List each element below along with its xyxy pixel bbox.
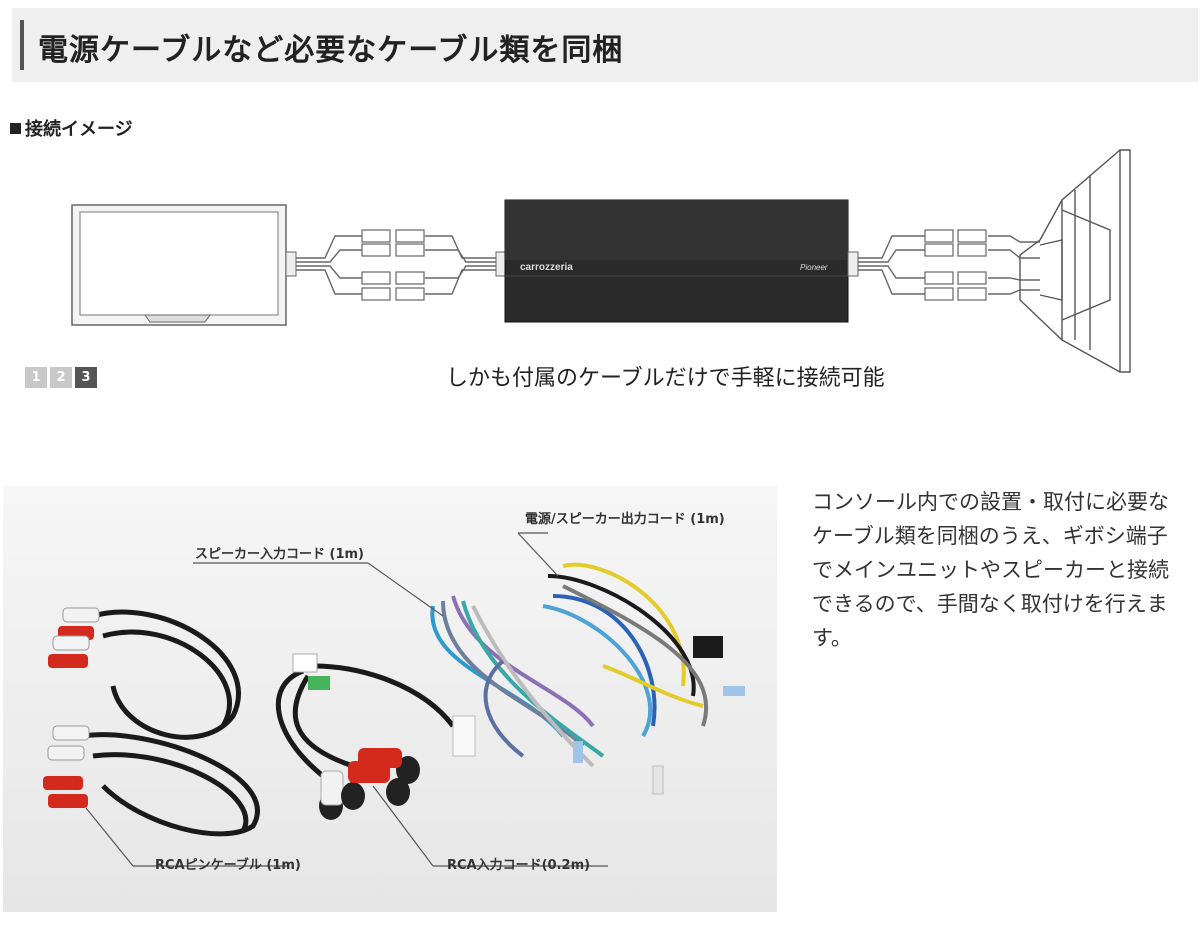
head-unit-illustration: [71, 204, 297, 326]
rca-plugs-left: [43, 607, 100, 808]
amp-brand-text: carrozzeria: [520, 262, 573, 273]
amp-logo-text: Pioneer: [800, 263, 828, 272]
left-rca-plugs: [361, 229, 425, 301]
power-output-cord: [542, 562, 709, 738]
pager-page-2[interactable]: 2: [50, 367, 72, 388]
diagram-caption: しかも付属のケーブルだけで手軽に接続可能: [446, 366, 885, 391]
label-power-output-cord: 電源/スピーカー出力コード (1m): [525, 512, 725, 527]
right-terminal-plugs: [924, 229, 987, 301]
power-connectors: [573, 636, 745, 795]
label-leader-lines: [85, 532, 608, 867]
cables-photo-drawing: [3, 486, 777, 912]
rca-input-cord: [275, 663, 455, 778]
speaker-input-cord: [430, 595, 605, 768]
page-title: 電源ケーブルなど必要なケーブル類を同梱: [38, 33, 624, 68]
speaker-illustration: [1019, 149, 1131, 373]
header-banner: 電源ケーブルなど必要なケーブル類を同梱: [12, 8, 1198, 82]
connection-diagram: carrozzeria Pioneer: [71, 149, 1131, 373]
pager: 1 2 3: [25, 367, 97, 388]
label-rca-pin-cable: RCAピンケーブル (1m): [155, 858, 301, 873]
left-rca-cables: [296, 235, 496, 295]
amplifier-illustration: carrozzeria Pioneer: [495, 199, 859, 323]
section-label-text: 接続イメージ: [25, 119, 133, 140]
pager-page-1[interactable]: 1: [25, 367, 47, 388]
rca-pin-cable: [82, 609, 260, 837]
cables-photo: 電源/スピーカー出力コード (1m) スピーカー入力コード (1m) RCAピン…: [3, 486, 777, 912]
right-speaker-cables: [858, 235, 1040, 295]
pager-page-3[interactable]: 3: [75, 367, 97, 388]
label-speaker-input-cord: スピーカー入力コード (1m): [195, 547, 365, 562]
rca-plugs-center: [292, 653, 476, 820]
section-label: 接続イメージ: [10, 115, 133, 141]
label-rca-input-cord: RCA入力コード(0.2m): [447, 858, 591, 873]
square-bullet-icon: [10, 123, 21, 134]
description-text: コンソール内での設置・取付に必要なケーブル類を同梱のうえ、ギボシ端子でメインユニ…: [812, 490, 1169, 650]
banner-accent-bar: [20, 20, 24, 70]
